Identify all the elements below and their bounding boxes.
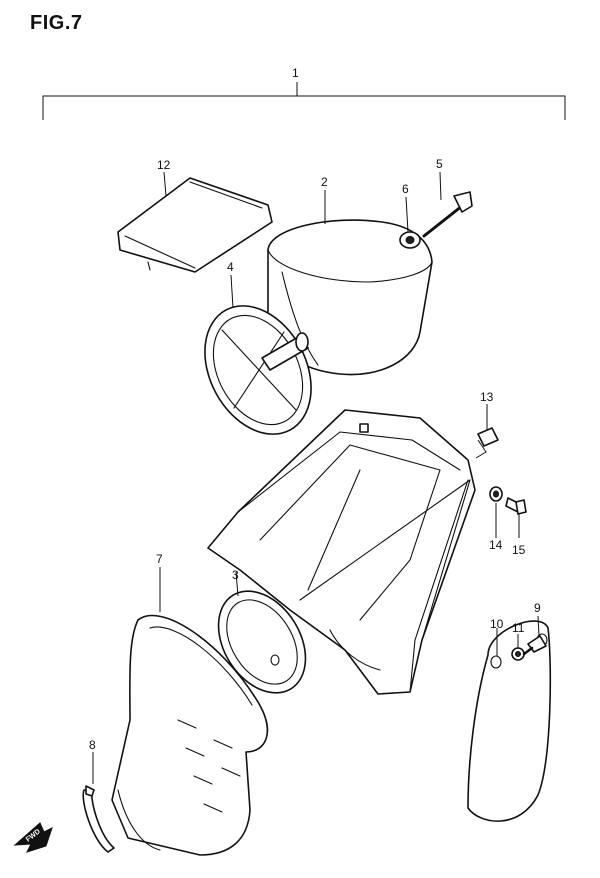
assembly-bracket <box>42 82 566 120</box>
callout-3: 3 <box>232 568 239 582</box>
leader-lines <box>92 171 540 784</box>
part-7-intake-boot <box>111 614 269 856</box>
part-9-bolt <box>522 635 547 656</box>
fwd-arrow-icon: FWD <box>13 822 53 853</box>
part-10-mud-guard <box>467 620 552 822</box>
callout-8: 8 <box>89 738 96 752</box>
part-3-seal-ring <box>217 590 307 694</box>
callout-11: 11 <box>512 621 525 635</box>
figure-title: FIG.7 <box>30 12 83 34</box>
callout-10: 10 <box>490 617 504 631</box>
callout-14: 14 <box>489 538 503 552</box>
airbox-housing <box>207 409 476 695</box>
callout-1: 1 <box>292 66 299 80</box>
callout-12: 12 <box>157 158 171 172</box>
callout-15: 15 <box>512 543 526 557</box>
callout-labels: 1 2 3 4 5 6 7 8 9 10 11 12 13 14 15 <box>89 66 541 752</box>
part-14-washer <box>489 486 503 502</box>
callout-6: 6 <box>402 182 409 196</box>
part-5-wing-bolt <box>422 191 473 238</box>
part-8-clamp <box>82 785 115 853</box>
callout-4: 4 <box>227 260 234 274</box>
part-15-bolt <box>505 497 527 515</box>
callout-9: 9 <box>534 601 541 615</box>
callout-5: 5 <box>436 157 443 171</box>
part-13-clip-nut <box>477 427 499 447</box>
callout-7: 7 <box>156 552 163 566</box>
callout-13: 13 <box>480 390 494 404</box>
part-6-grommet <box>399 231 421 249</box>
part-12-cover <box>117 177 273 273</box>
part-11-washer <box>511 647 525 661</box>
part-4-filter-cage <box>204 305 312 435</box>
callout-2: 2 <box>321 175 328 189</box>
